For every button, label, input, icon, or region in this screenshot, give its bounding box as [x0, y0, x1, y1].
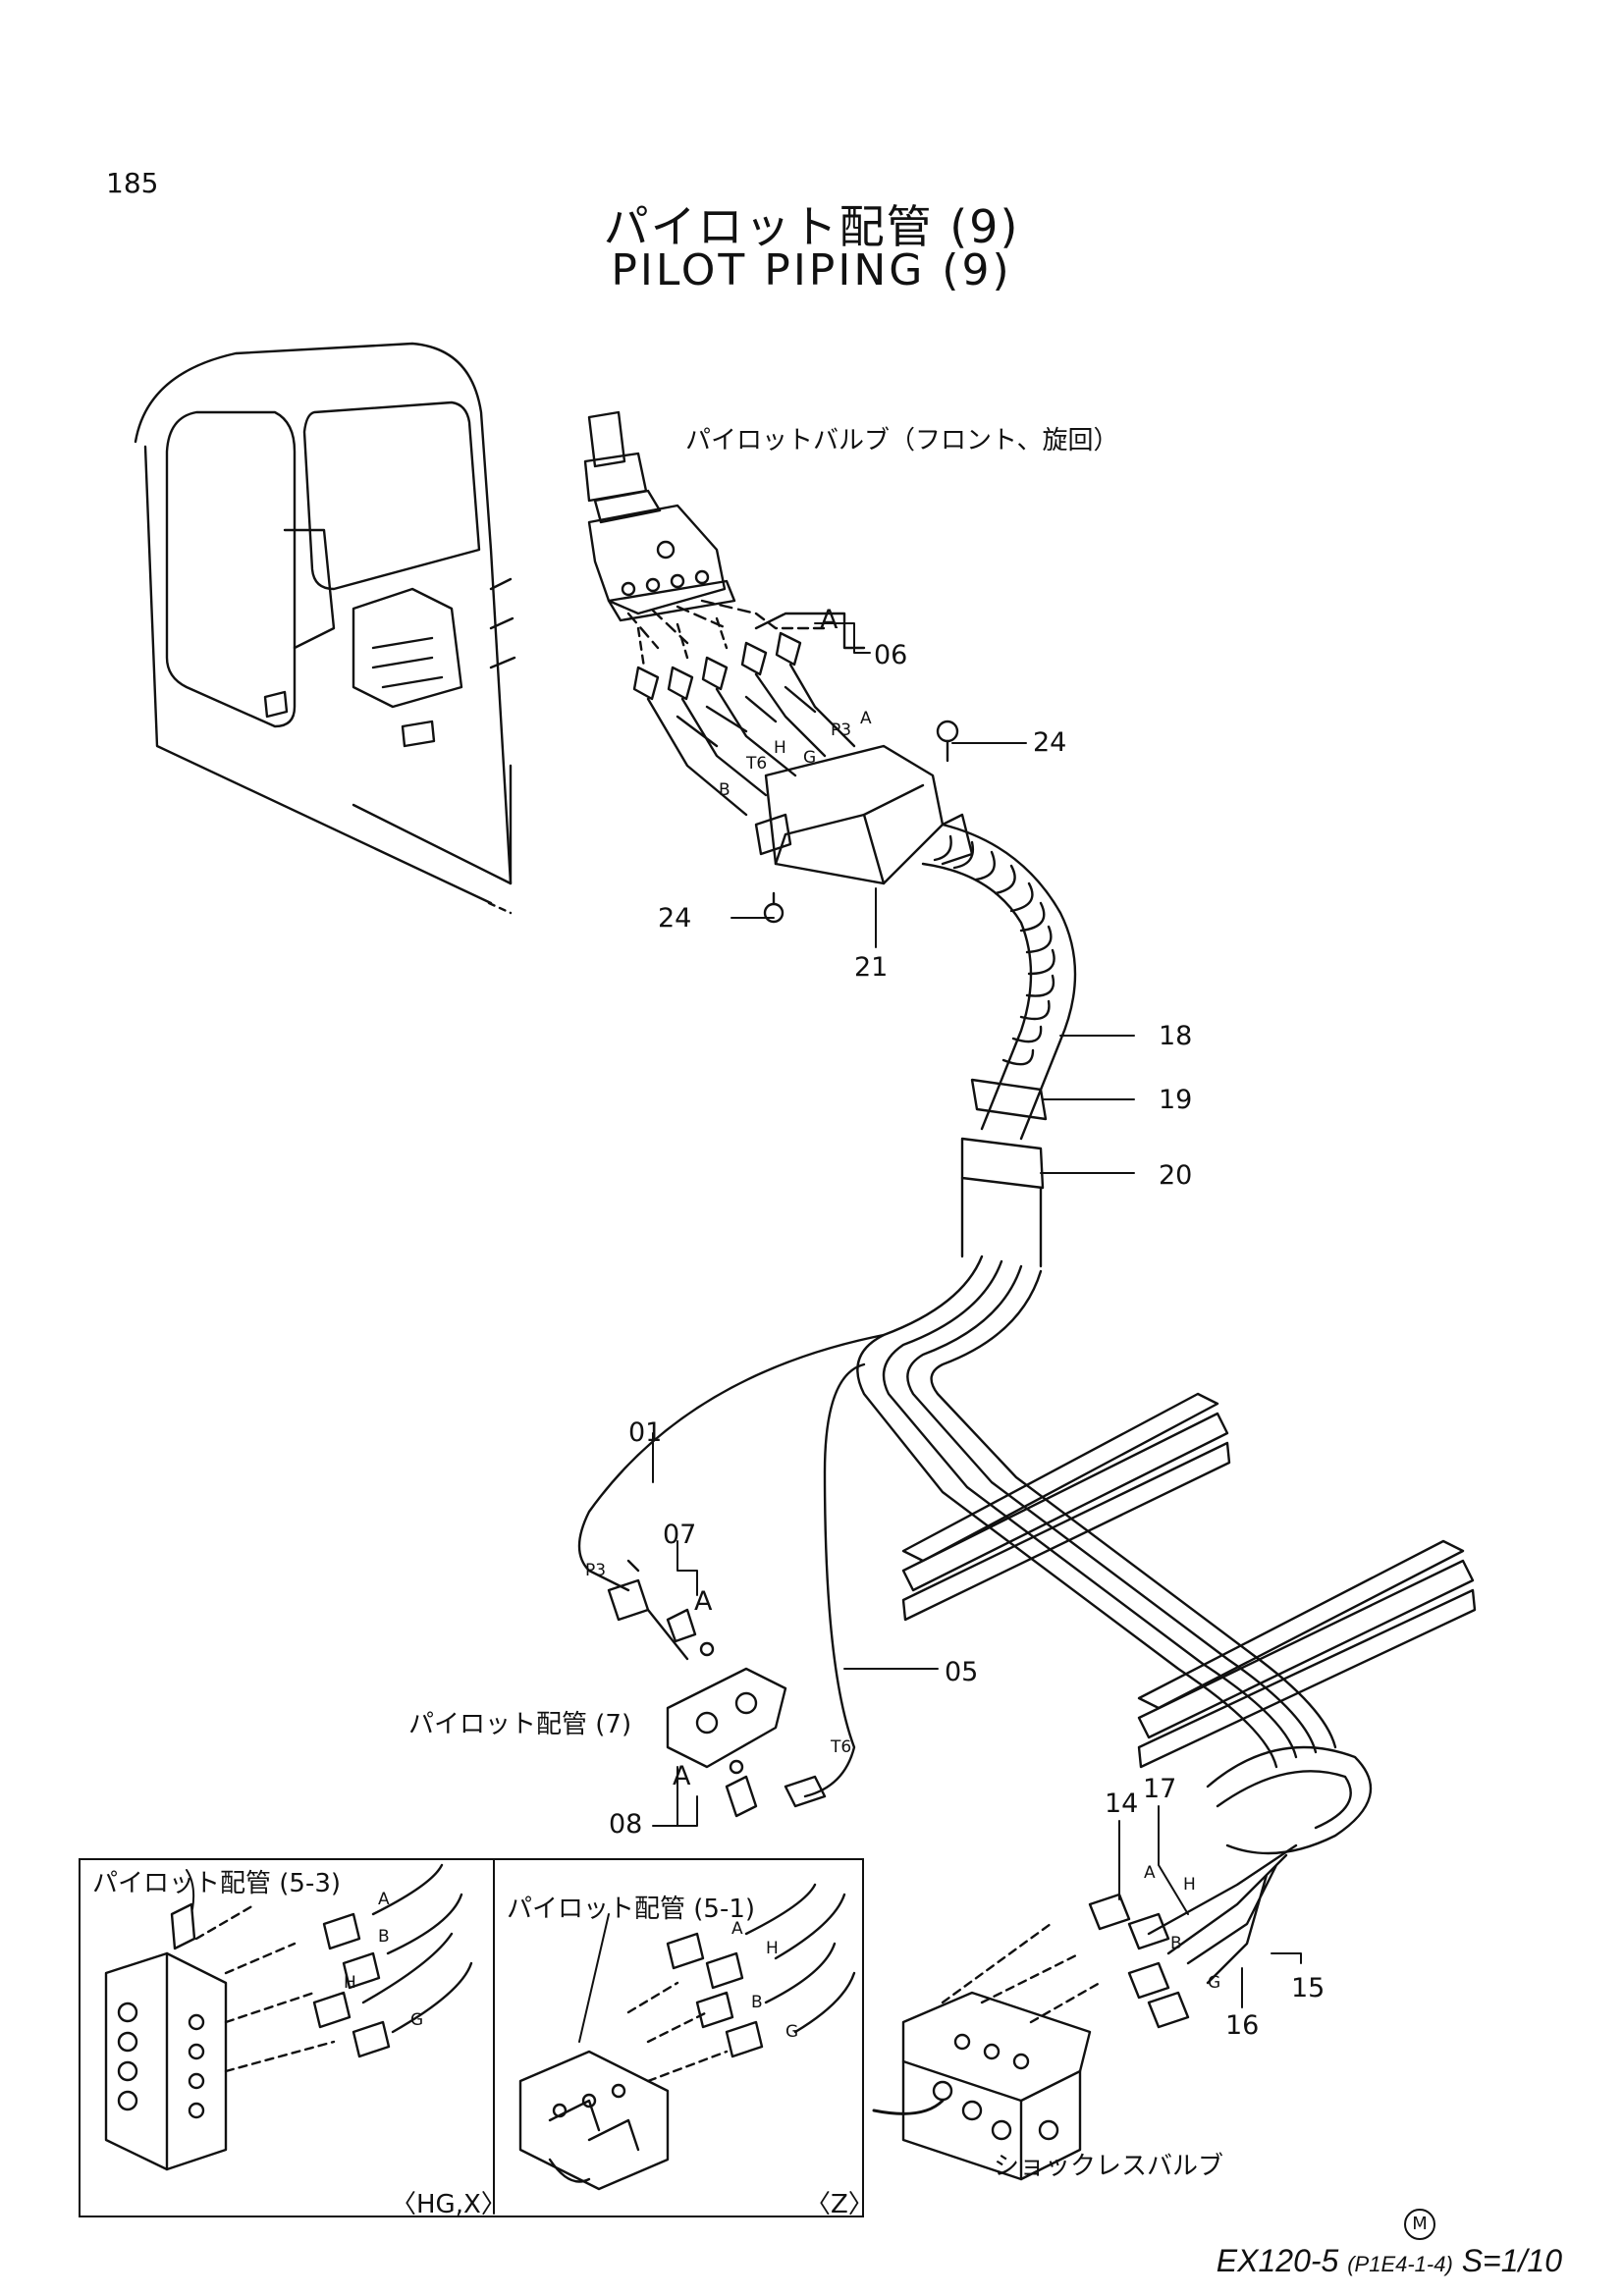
port-g-top: G: [803, 748, 817, 768]
page-title-jp: パイロット配管 (9): [603, 200, 1020, 253]
pilot-valve-illustration: [583, 410, 827, 650]
callout-05: 05: [945, 1657, 979, 1687]
hose-bundle-lower: [577, 1255, 1337, 1798]
port-p3-top: P3: [831, 721, 852, 740]
callout-a-low: A: [673, 1761, 691, 1791]
callout-a-top: A: [820, 605, 839, 635]
port-g-inset-right: G: [785, 2022, 799, 2042]
inset-left-leader: [186, 1869, 195, 1910]
page-title-en: PILOT PIPING (9): [611, 245, 1012, 295]
frame-rails: [901, 1392, 1477, 1769]
model-footer: EX120-5 (P1E4-1-4) S=1/10: [1217, 2243, 1562, 2279]
callout-17: 17: [1143, 1774, 1177, 1804]
callout-16: 16: [1225, 2010, 1260, 2041]
pilot-valve-label: パイロットバルブ（フロント、旋回）: [685, 426, 1119, 455]
port-a-inset-right: A: [731, 1919, 743, 1939]
shockless-valve-label: ショックレスバルブ: [994, 2152, 1224, 2181]
bracket-21: [754, 720, 974, 924]
m-mark: M: [1404, 2209, 1435, 2240]
inset-left-tag: 〈HG,X〉: [391, 2190, 507, 2219]
fittings-right: [1088, 1893, 1190, 2029]
inset-right-title: パイロット配管 (5-1): [507, 1895, 756, 1924]
port-h-top: H: [774, 738, 786, 758]
excavator-cab-illustration: [134, 342, 516, 915]
scale-text: S=1/10: [1461, 2243, 1562, 2278]
port-a-inset-left: A: [378, 1890, 390, 1909]
callout-a-mid: A: [694, 1586, 713, 1617]
inset-right-valve: [518, 1883, 856, 2191]
callout-19: 19: [1159, 1085, 1193, 1115]
corrugated-tube: [921, 823, 1077, 1268]
port-b-inset-right: B: [751, 1993, 763, 2012]
port-b-inset-left: B: [378, 1927, 390, 1947]
port-a-top: A: [860, 709, 872, 728]
port-g-inset-left: G: [410, 2010, 424, 2030]
port-b-right: B: [1170, 1934, 1182, 1953]
callout-15: 15: [1291, 1973, 1325, 2003]
callout-24-upper: 24: [1033, 727, 1067, 758]
port-b-top: B: [719, 780, 730, 800]
pilot-piping-7-label: パイロット配管 (7): [408, 1710, 632, 1739]
hose-bundle-upper: [646, 663, 856, 817]
callout-21: 21: [854, 952, 889, 983]
shockless-valve-block: [901, 1922, 1102, 2181]
callout-14: 14: [1105, 1789, 1139, 1819]
pilot-piping-7-block: [607, 1559, 827, 1818]
callout-07: 07: [663, 1520, 697, 1550]
port-t6-mid: T6: [831, 1737, 852, 1757]
callout-06: 06: [874, 640, 908, 670]
inset-left-valve: [104, 1863, 473, 2171]
port-h-inset-left: H: [344, 1973, 356, 1993]
callout-01: 01: [628, 1417, 663, 1448]
port-g-right: G: [1208, 1973, 1221, 1993]
callout-20: 20: [1159, 1160, 1193, 1191]
inset-right-tag: 〈Z〉: [805, 2190, 874, 2219]
hose-loop: [1147, 1745, 1373, 1985]
inset-left-title: パイロット配管 (5-3): [92, 1869, 342, 1898]
shockless-arrow: [872, 2099, 945, 2115]
port-a-right: A: [1144, 1863, 1156, 1883]
port-h-inset-right: H: [766, 1939, 779, 1958]
port-t6-top: T6: [746, 754, 768, 774]
callout-leaders: [652, 622, 1302, 2008]
model-code: (P1E4-1-4): [1347, 2252, 1453, 2276]
page-number: 185: [106, 167, 159, 199]
callout-18: 18: [1159, 1021, 1193, 1051]
port-p3-mid: P3: [585, 1561, 607, 1580]
model-name: EX120-5: [1216, 2243, 1339, 2278]
callout-08: 08: [609, 1809, 643, 1840]
inset-detail-box: [79, 1858, 864, 2217]
port-h-right: H: [1183, 1875, 1196, 1895]
callout-24-lower: 24: [658, 903, 692, 934]
